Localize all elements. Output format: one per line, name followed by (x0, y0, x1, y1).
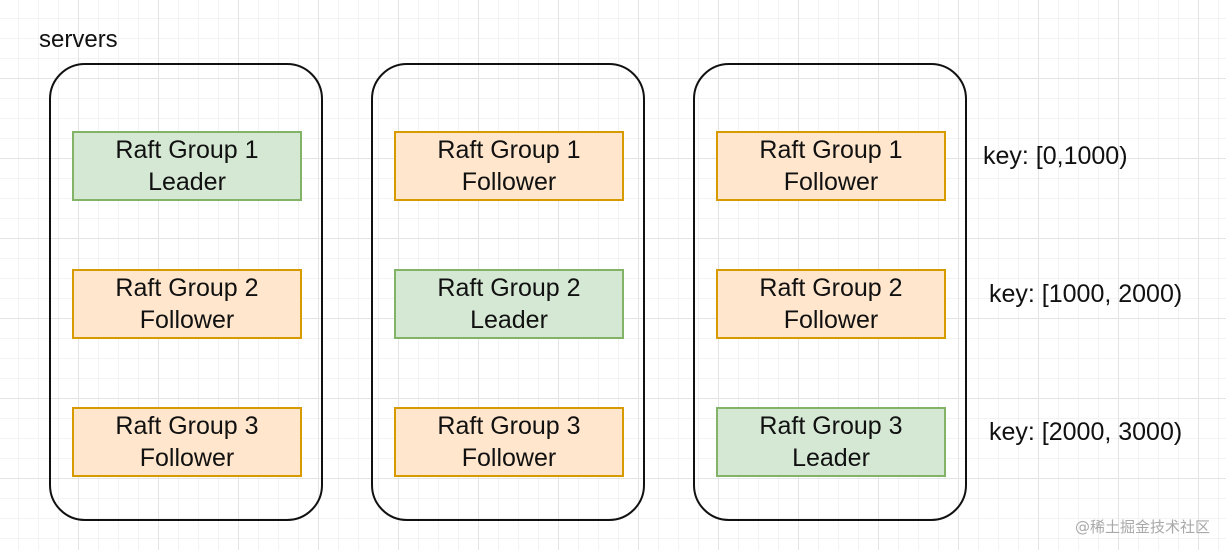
node-group-label: Raft Group 3 (115, 412, 259, 440)
node-group-label: Raft Group 1 (115, 136, 259, 164)
node-role-label: Leader (792, 444, 870, 472)
node-role-label: Follower (461, 168, 557, 196)
node-group-label: Raft Group 1 (759, 136, 903, 164)
node-group-label: Raft Group 3 (437, 412, 581, 440)
server-2-raft-group-1-node: Raft Group 1 Follower (394, 131, 624, 201)
watermark: @稀土掘金技术社区 (1074, 518, 1210, 536)
server-1-raft-group-2-node: Raft Group 2 Follower (72, 269, 302, 339)
server-3 (693, 63, 967, 521)
server-1 (49, 63, 323, 521)
node-group-label: Raft Group 2 (759, 274, 903, 302)
diagram-title: servers (39, 26, 118, 53)
key-range-label-group-1: key: [0,1000) (983, 142, 1128, 170)
node-role-label: Follower (139, 306, 235, 334)
server-3-raft-group-3-node: Raft Group 3 Leader (716, 407, 946, 477)
node-role-label: Leader (470, 306, 548, 334)
server-2-raft-group-2-node: Raft Group 2 Leader (394, 269, 624, 339)
node-role-label: Follower (783, 168, 879, 196)
node-group-label: Raft Group 2 (437, 274, 581, 302)
node-role-label: Follower (461, 444, 557, 472)
node-role-label: Leader (148, 168, 226, 196)
server-3-raft-group-1-node: Raft Group 1 Follower (716, 131, 946, 201)
server-3-raft-group-2-node: Raft Group 2 Follower (716, 269, 946, 339)
server-1-raft-group-1-node: Raft Group 1 Leader (72, 131, 302, 201)
node-group-label: Raft Group 3 (759, 412, 903, 440)
node-role-label: Follower (139, 444, 235, 472)
server-2 (371, 63, 645, 521)
node-role-label: Follower (783, 306, 879, 334)
node-group-label: Raft Group 2 (115, 274, 259, 302)
server-2-raft-group-3-node: Raft Group 3 Follower (394, 407, 624, 477)
key-range-label-group-2: key: [1000, 2000) (989, 280, 1183, 308)
key-range-label-group-3: key: [2000, 3000) (989, 418, 1183, 446)
server-1-raft-group-3-node: Raft Group 3 Follower (72, 407, 302, 477)
node-group-label: Raft Group 1 (437, 136, 581, 164)
